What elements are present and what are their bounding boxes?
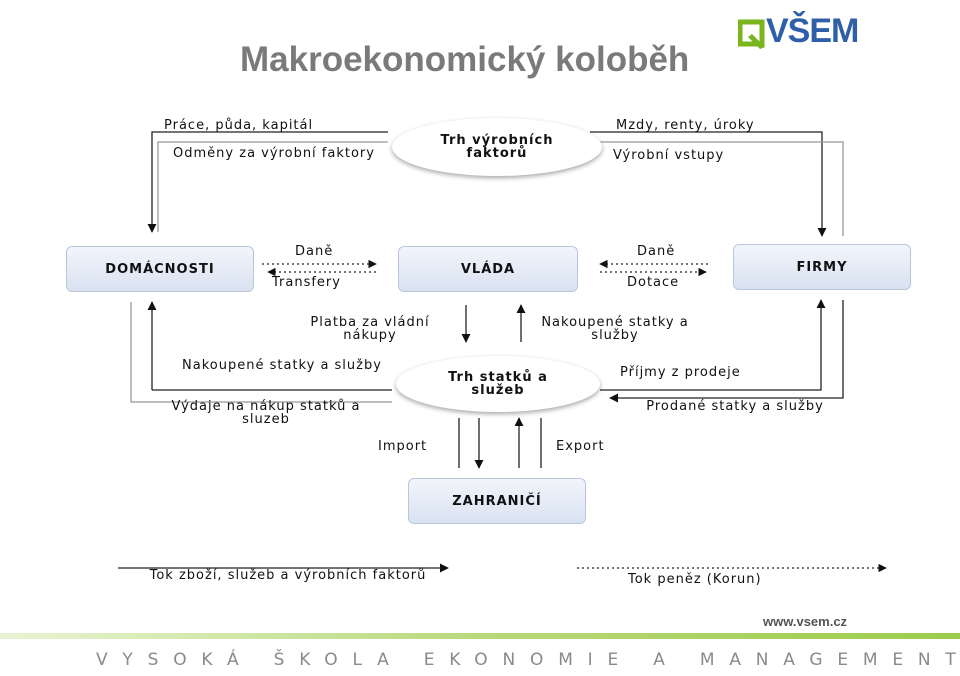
vsem-logo: VŠEM (737, 12, 868, 52)
label-gov-payment: Platba za vládní nákupy (310, 315, 430, 343)
label-export: Export (556, 439, 605, 454)
slide-title: Makroekonomický koloběh (240, 40, 690, 79)
arrow-revenue-to-firms (600, 299, 826, 391)
arrow-factors-to-households (147, 131, 388, 233)
line-spending (130, 302, 392, 403)
label-inputs: Výrobní vstupy (613, 148, 725, 163)
label-import: Import (378, 439, 428, 454)
vsem-logo-q-icon (737, 19, 765, 49)
abroad-box: ZAHRANIČÍ (408, 478, 586, 524)
label-subsidies: Dotace (627, 275, 680, 290)
goods-market-oval: Trh statků a služeb (396, 356, 600, 412)
school-name: VYSOKÁ ŠKOLA EKONOMIE A MANAGEMENTU (96, 650, 960, 670)
factor-market-oval: Trh výrobních faktorů (392, 118, 602, 176)
arrow-wages-to-firms (590, 131, 827, 237)
label-factor-rewards: Odměny za výrobní faktory (173, 146, 375, 161)
legend-money-flow: Tok peněz (Korun) (628, 572, 762, 587)
footer-url: www.vsem.cz (763, 614, 848, 629)
line-factor-rewards (157, 141, 388, 232)
legend-goods-flow: Tok zboží, služeb a výrobních faktorů (149, 568, 427, 583)
households-box: DOMÁCNOSTI (66, 246, 254, 292)
label-sales-revenue: Příjmy z prodeje (620, 365, 741, 380)
label-hh-spending: Výdaje na nákup statků a sluzeb (171, 399, 361, 427)
label-wages: Mzdy, renty, úroky (616, 118, 755, 133)
footer-bar (0, 633, 960, 639)
label-tax-left: Daně (295, 244, 334, 259)
label-gov-purchased: Nakoupené statky a služby (541, 315, 689, 343)
line-inputs (590, 141, 844, 236)
government-box: VLÁDA (398, 246, 578, 292)
firms-box: FIRMY (733, 244, 911, 290)
logo-text: VŠEM (766, 12, 859, 50)
label-tax-right: Daně (637, 244, 676, 259)
label-transfers: Transfery (272, 275, 341, 290)
label-factors-flow: Práce, půda, kapitál (164, 118, 314, 133)
arrow-sold-goods (609, 300, 844, 403)
label-sold-goods: Prodané statky a služby (646, 399, 824, 414)
label-hh-purchased: Nakoupené statky a služby (182, 358, 382, 373)
